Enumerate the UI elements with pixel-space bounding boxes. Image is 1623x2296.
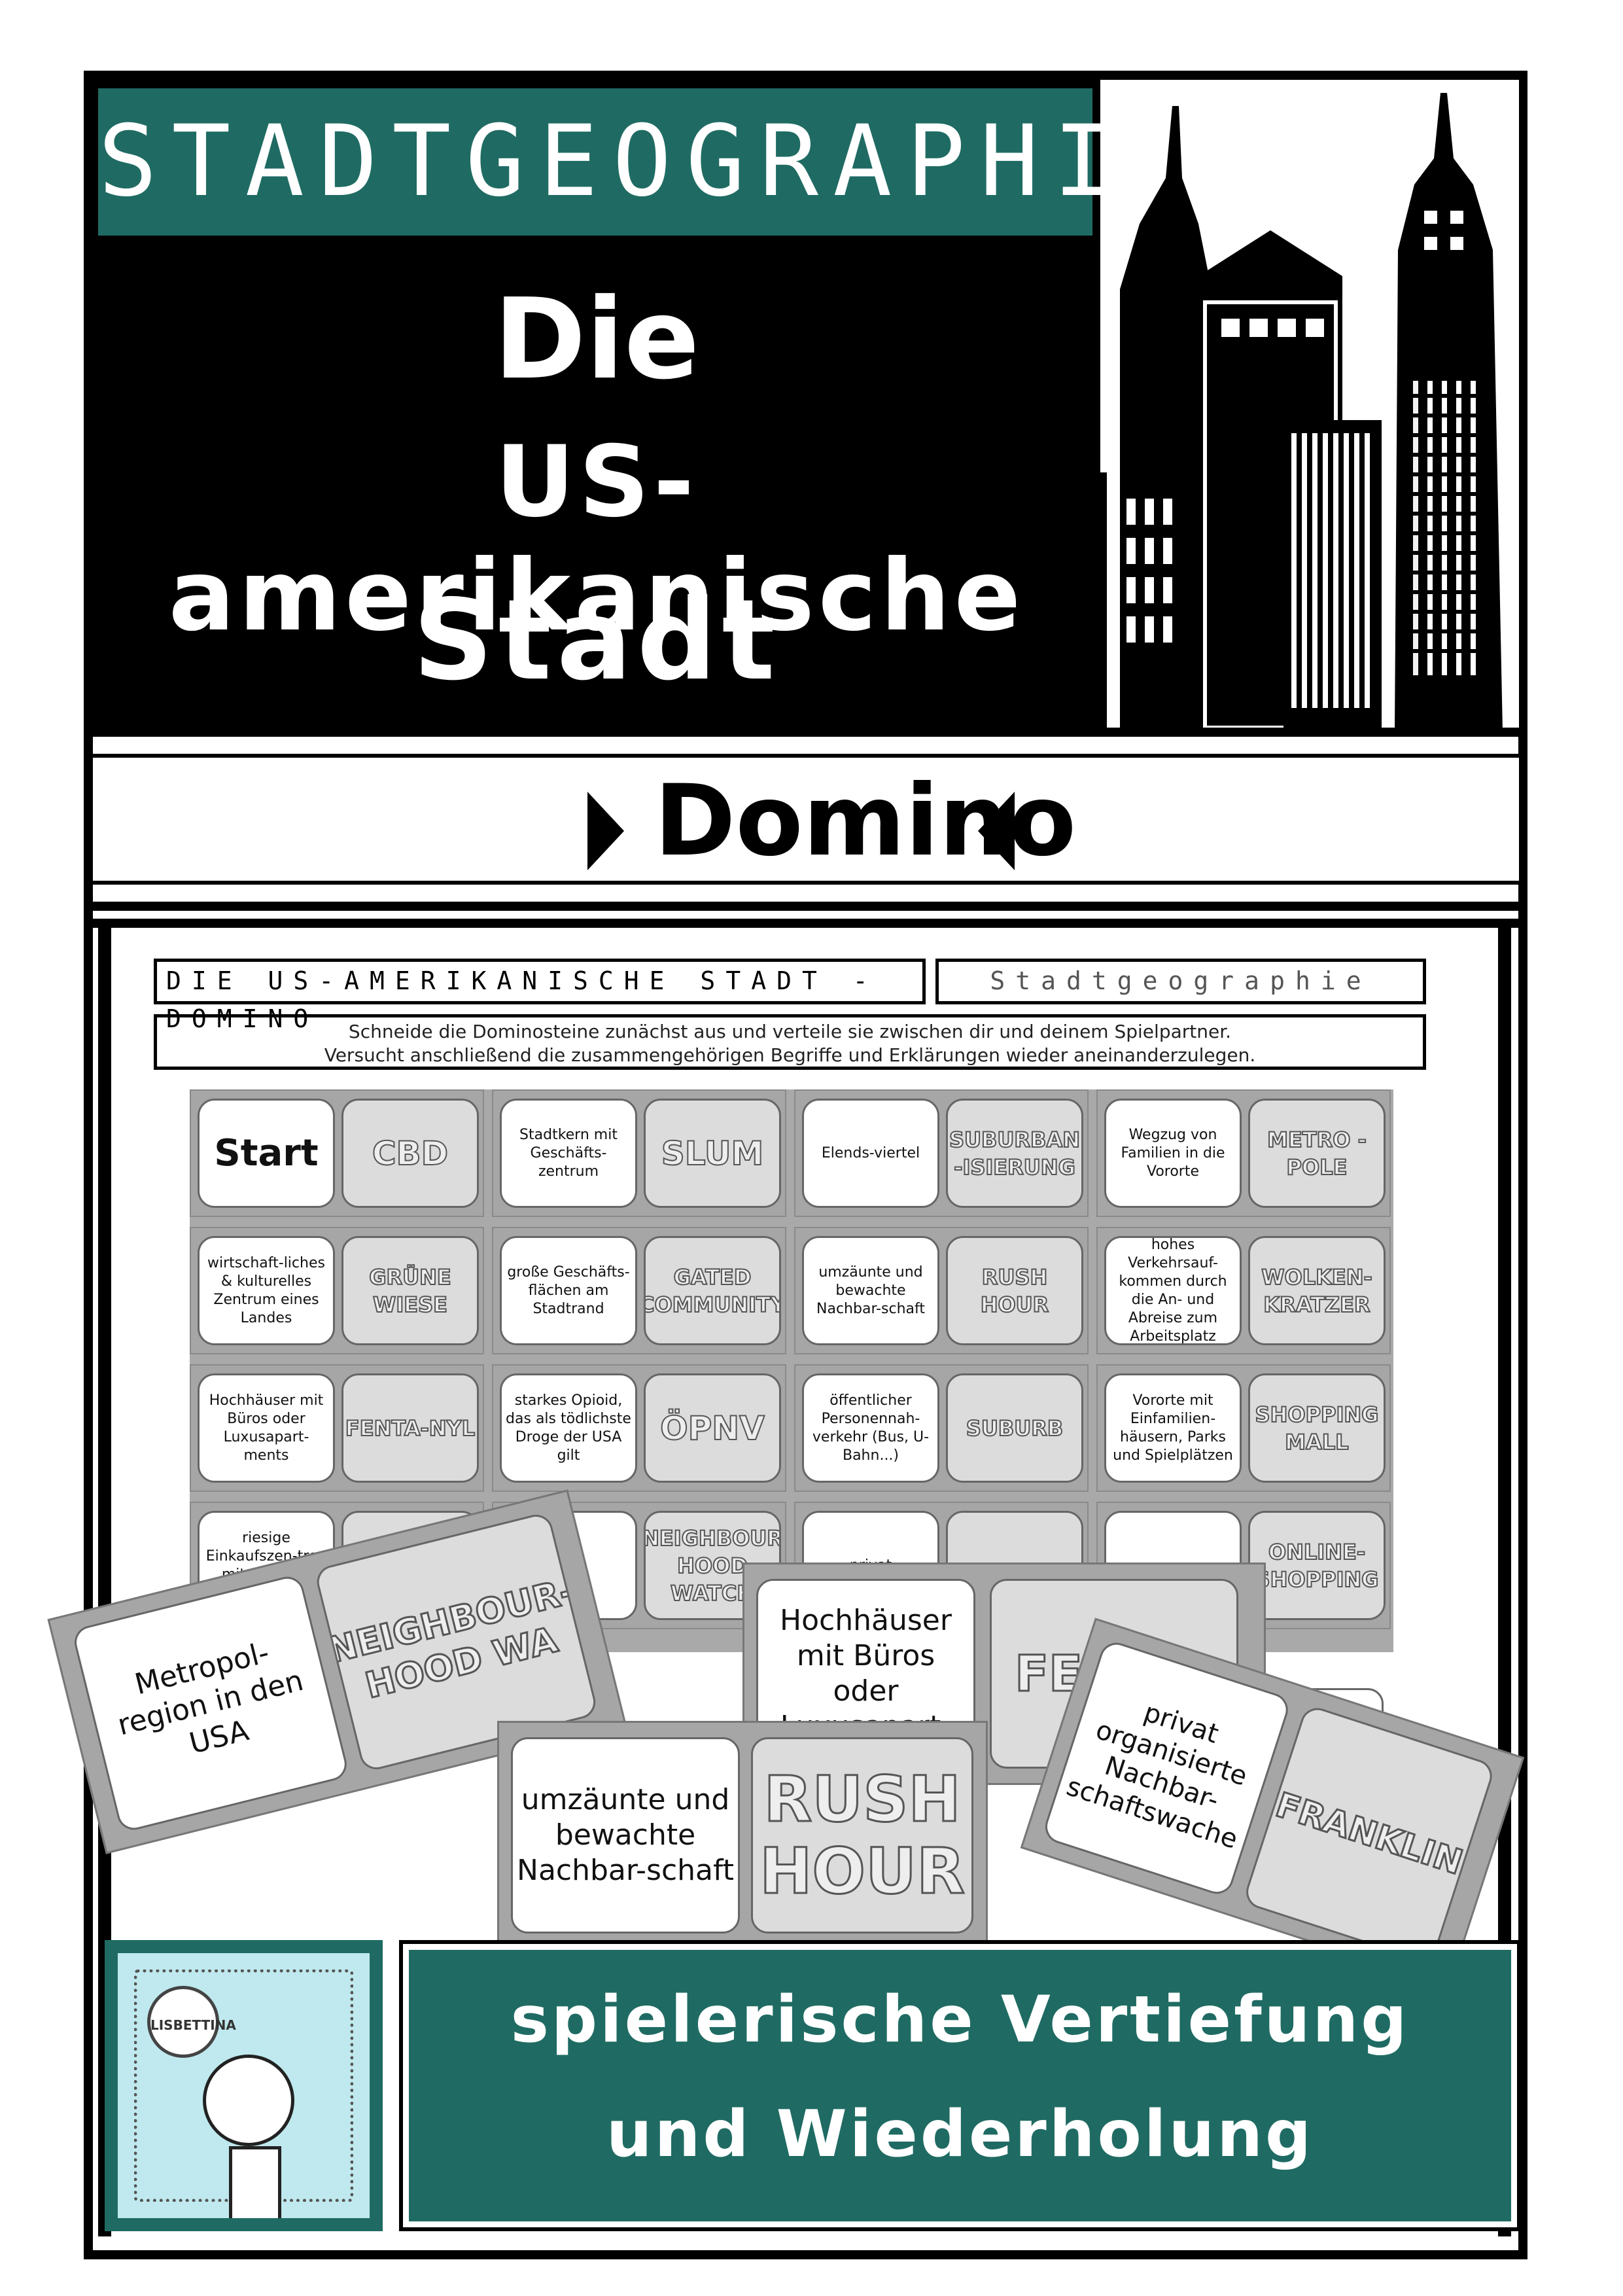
domino-card: Start CBD: [190, 1089, 484, 1217]
divider: [93, 919, 1519, 928]
worksheet-subject: Stadtgeographie: [935, 959, 1426, 1004]
domino-card: Elends-viertel SUBURBAN -ISIERUNG: [794, 1089, 1089, 1217]
domino-card: große Geschäfts-flächen am Stadtrand GAT…: [492, 1227, 786, 1354]
domino-start: Start: [198, 1099, 335, 1208]
worksheet-instructions: Schneide die Dominosteine zunächst aus u…: [154, 1014, 1426, 1070]
format-band: [93, 754, 1519, 885]
footer-line-1: spielerische Vertiefung: [510, 1983, 1410, 2057]
avatar-icon: [203, 2055, 294, 2146]
domino-term: SUBURBAN -ISIERUNG: [946, 1099, 1083, 1208]
subject-banner: STADTGEOGRAPHIE: [98, 88, 1186, 236]
triangle-left-icon: [978, 792, 1015, 870]
domino-term: WOLKEN-KRATZER: [1248, 1236, 1386, 1345]
domino-term: FRANKLIN: [1242, 1703, 1497, 1965]
domino-definition: Elends-viertel: [802, 1099, 939, 1208]
divider: [93, 902, 1519, 911]
domino-definition: starkes Opioid, das als tödlichste Droge…: [500, 1373, 637, 1483]
domino-definition: große Geschäfts-flächen am Stadtrand: [500, 1236, 637, 1345]
domino-term: SHOPPING MALL: [1248, 1373, 1386, 1483]
domino-term: SLUM: [644, 1099, 781, 1208]
domino-card: starkes Opioid, das als tödlichste Droge…: [492, 1364, 786, 1492]
skyline-illustration: [1100, 80, 1519, 731]
domino-term: RUSH HOUR: [946, 1236, 1083, 1345]
footer-line-2: und Wiederholung: [606, 2097, 1314, 2172]
sheet-edge: [98, 928, 111, 2236]
title-line-3: Stadt: [413, 576, 780, 705]
sheet-edge: [1498, 928, 1511, 2236]
avatar-body-icon: [229, 2146, 281, 2218]
domino-card: Hochhäuser mit Büros oder Luxusapart-men…: [190, 1364, 484, 1492]
worksheet-heading: DIE US-AMERIKANISCHE STADT - DOMINO: [154, 959, 926, 1033]
domino-term: METRO -POLE: [1248, 1099, 1386, 1208]
domino-definition: Stadtkern mit Geschäfts-zentrum: [500, 1099, 637, 1208]
footer-panel: [409, 1950, 1511, 2221]
domino-term: GATED COMMUNITY: [644, 1236, 781, 1345]
domino-term: ONLINE-SHOPPING: [1248, 1511, 1386, 1620]
domino-definition: privat organisierte Nachbar-schaftswache: [1041, 1638, 1293, 1898]
domino-term: RUSH HOUR: [751, 1737, 973, 1934]
title-line-2: US-amerikanische: [168, 425, 1025, 653]
domino-definition: umzäunte und bewachte Nachbar-schaft: [511, 1737, 740, 1934]
domino-tile: umzäunte und bewachte Nachbar-schaft RUS…: [497, 1721, 988, 1950]
instruction-line: Versucht anschließend die zusammengehöri…: [324, 1044, 1256, 1066]
domino-card: umzäunte und bewachte Nachbar-schaft RUS…: [794, 1227, 1089, 1354]
domino-definition: umzäunte und bewachte Nachbar-schaft: [802, 1236, 939, 1345]
domino-term: FENTA-NYL: [341, 1373, 479, 1483]
format-label: Domino: [654, 764, 1077, 878]
title-line-1: Die: [493, 275, 700, 404]
domino-card: Vororte mit Einfamilien-häusern, Parks u…: [1096, 1364, 1391, 1492]
domino-definition: öffentlicher Personennah-verkehr (Bus, U…: [802, 1373, 939, 1483]
triangle-right-icon: [587, 792, 624, 870]
domino-card: hohes Verkehrsauf-kommen durch die An- u…: [1096, 1227, 1391, 1354]
instruction-line: Schneide die Dominosteine zunächst aus u…: [348, 1021, 1232, 1042]
domino-definition: Wegzug von Familien in die Vororte: [1104, 1099, 1242, 1208]
domino-term: GRÜNE WIESE: [341, 1236, 479, 1345]
domino-term: SUBURB: [946, 1373, 1083, 1483]
domino-definition: Metropol-region in den USA: [71, 1573, 351, 1833]
domino-definition: hohes Verkehrsauf-kommen durch die An- u…: [1104, 1236, 1242, 1345]
domino-card: öffentlicher Personennah-verkehr (Bus, U…: [794, 1364, 1089, 1492]
domino-term: ÖPNV: [644, 1373, 781, 1483]
divider: [93, 728, 1519, 737]
logo-badge: LISBETTINA: [147, 1986, 236, 2058]
domino-card: Stadtkern mit Geschäfts-zentrum SLUM: [492, 1089, 786, 1217]
domino-definition: wirtschaft-liches & kulturelles Zentrum …: [198, 1236, 335, 1345]
domino-definition: Hochhäuser mit Büros oder Luxusapart-men…: [198, 1373, 335, 1483]
domino-card: wirtschaft-liches & kulturelles Zentrum …: [190, 1227, 484, 1354]
domino-card: Wegzug von Familien in die Vororte METRO…: [1096, 1089, 1391, 1217]
domino-definition: Vororte mit Einfamilien-häusern, Parks u…: [1104, 1373, 1242, 1483]
domino-term: CBD: [341, 1099, 479, 1208]
